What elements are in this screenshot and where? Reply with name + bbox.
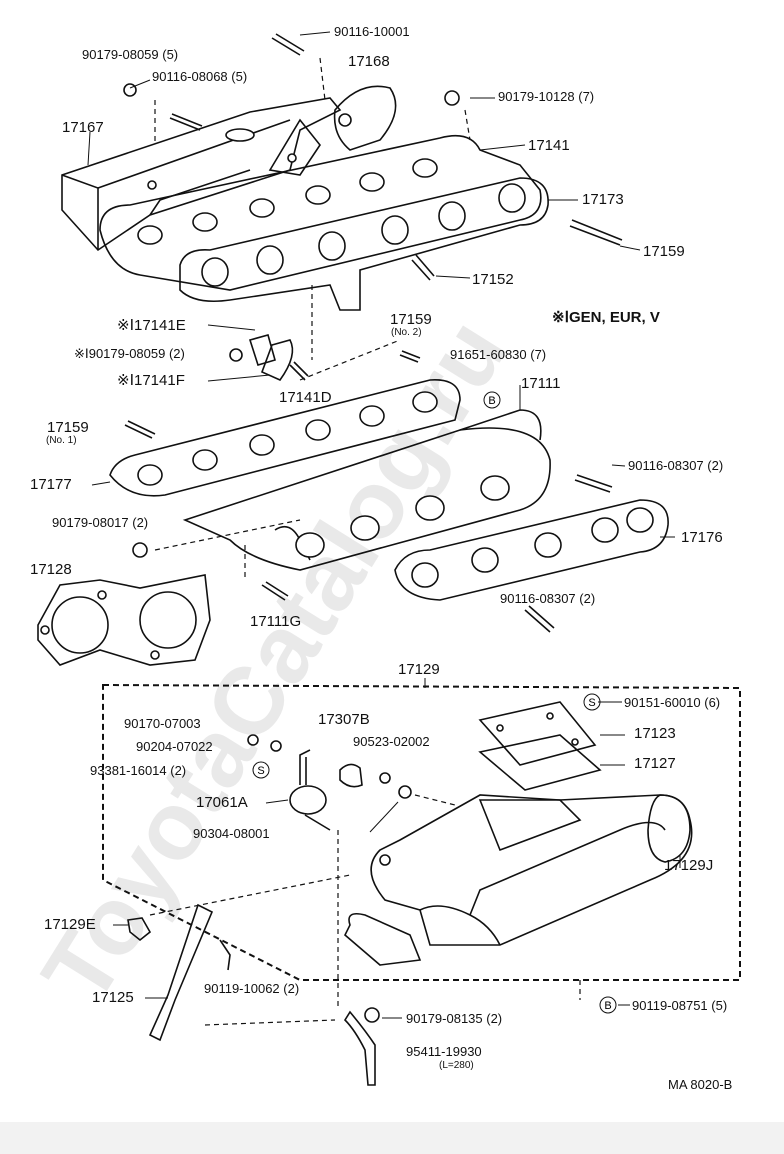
label-17129J: 17129J xyxy=(664,857,714,874)
marker-s-2: S xyxy=(252,761,270,779)
label-17129E: 17129E xyxy=(44,916,96,933)
svg-text:S: S xyxy=(257,765,264,777)
label-90179-10128-7: 90179-10128 (7) xyxy=(498,89,595,104)
label-90151-60010-6: 90151-60010 (6) xyxy=(624,695,721,710)
label-17125: 17125 xyxy=(92,989,134,1006)
svg-text:B: B xyxy=(488,395,495,407)
label-17129: 17129 xyxy=(398,661,440,678)
gasket-17128 xyxy=(37,574,211,666)
label-17141: 17141 xyxy=(528,137,570,154)
marker-b-top: B xyxy=(483,391,501,409)
middle-fasteners xyxy=(124,339,613,633)
label-no1: (No. 1) xyxy=(46,435,77,446)
hose-95411 xyxy=(337,830,581,1086)
label-90304-08001: 90304-08001 xyxy=(193,826,270,841)
label-90170-07003: 90170-07003 xyxy=(124,716,201,731)
label-90204-07022: 90204-07022 xyxy=(136,739,213,754)
label-17152: 17152 xyxy=(472,271,514,288)
label-no2: (No. 2) xyxy=(391,327,422,338)
gasket-17177 xyxy=(109,379,461,497)
label-17141F: ※Ⅰ17141F xyxy=(117,372,185,389)
label-90116-08307-2-b: 90116-08307 (2) xyxy=(500,591,596,606)
marker-b-bottom: B xyxy=(599,996,617,1014)
throttle-body-flange xyxy=(268,85,397,176)
label-90179-08059-5: 90179-08059 (5) xyxy=(82,47,179,62)
intake-manifold-17111 xyxy=(182,409,551,571)
watermark: ToyotaCatalog.ru xyxy=(22,301,527,1021)
label-17307B: 17307B xyxy=(318,711,370,728)
label-17123: 17123 xyxy=(634,725,676,742)
label-91651-60830-7: 91651-60830 (7) xyxy=(450,347,547,362)
label-90179-08059-2: ※Ⅰ90179-08059 (2) xyxy=(74,346,185,361)
bracket-17125 xyxy=(127,874,351,1042)
throttle-plate-17123 xyxy=(478,701,602,791)
label-95411-19930: 95411-19930 xyxy=(406,1044,482,1059)
label-17168: 17168 xyxy=(348,53,390,70)
label-17141D: 17141D xyxy=(279,389,332,406)
marker-s-1: S xyxy=(583,693,601,711)
label-90119-10062-2: 90119-10062 (2) xyxy=(204,981,300,996)
label-90179-08135-2: 90179-08135 (2) xyxy=(406,1011,503,1026)
vacuum-valve-17061A xyxy=(247,734,456,831)
label-l280: (L=280) xyxy=(439,1060,474,1071)
label-17128: 17128 xyxy=(30,561,72,578)
bracket-17141E xyxy=(229,334,309,381)
label-93381-16014-2: 93381-16014 (2) xyxy=(90,763,187,778)
label-90523-02002: 90523-02002 xyxy=(353,734,430,749)
label-17111: 17111 xyxy=(521,375,561,392)
label-17167: 17167 xyxy=(62,119,104,136)
label-90116-08307-2-a: 90116-08307 (2) xyxy=(628,458,724,473)
intake-plenum-17129 xyxy=(344,794,693,966)
svg-text:B: B xyxy=(604,1000,611,1012)
diagram-code: MA 8020-B xyxy=(668,1077,733,1092)
label-17159-no1: 17159 xyxy=(47,419,89,436)
label-17111G: 17111G xyxy=(250,613,302,630)
svg-text:S: S xyxy=(588,697,595,709)
gasket-17173 xyxy=(179,177,549,311)
label-17159-no2: 17159 xyxy=(390,311,432,328)
label-90116-08068-5: 90116-08068 (5) xyxy=(152,69,248,84)
note-gen-eur-v: ※ⅠGEN, EUR, V xyxy=(552,309,660,326)
label-90119-08751-5: 90119-08751 (5) xyxy=(632,998,728,1013)
label-17061A: 17061A xyxy=(196,794,248,811)
label-17141E: ※Ⅰ17141E xyxy=(117,317,186,334)
label-90116-10001: 90116-10001 xyxy=(334,24,410,39)
label-17159-a: 17159 xyxy=(643,243,685,260)
label-90179-08017-2: 90179-08017 (2) xyxy=(52,515,149,530)
footer-band xyxy=(0,1122,784,1154)
label-17176: 17176 xyxy=(681,529,723,546)
air-intake-chamber xyxy=(61,97,342,252)
gasket-17176 xyxy=(394,499,669,601)
label-17173: 17173 xyxy=(582,191,624,208)
leader-lines xyxy=(87,31,681,1019)
intake-manifold-upper xyxy=(99,134,542,291)
label-17177: 17177 xyxy=(30,476,72,493)
label-17127: 17127 xyxy=(634,755,676,772)
assembly-box-17129 xyxy=(102,683,741,981)
